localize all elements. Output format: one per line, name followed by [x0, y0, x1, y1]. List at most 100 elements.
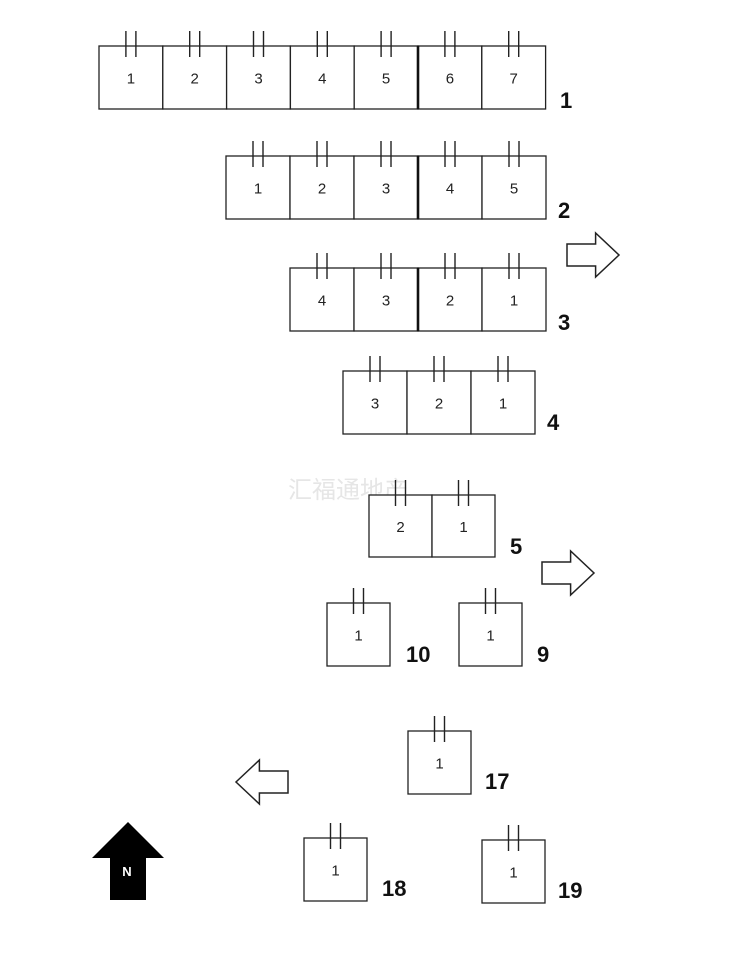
garage-cell: 2	[368, 480, 433, 558]
door-tick-icon	[457, 480, 470, 506]
cell-number: 3	[382, 293, 390, 310]
garage-cell: 1	[326, 588, 391, 667]
garage-cell-box	[326, 602, 391, 667]
arrow-left-icon	[234, 758, 289, 806]
garage-cell: 1	[481, 253, 547, 332]
door-tick-icon	[444, 253, 456, 279]
garage-cell: 7	[481, 31, 547, 110]
garage-cell-box	[225, 45, 292, 110]
garage-cell-box	[289, 267, 355, 332]
garage-cell: 2	[406, 356, 472, 435]
garage-cell-box	[481, 267, 547, 332]
garage-cell-box	[303, 837, 368, 902]
door-tick-icon	[508, 141, 520, 167]
garage-cell-box	[353, 267, 419, 332]
door-tick-icon	[252, 141, 264, 167]
row-number-label: 2	[558, 198, 570, 223]
garage-cell-box	[481, 45, 547, 110]
garage-cell: 5	[481, 141, 547, 220]
row-number-label: 19	[558, 878, 582, 903]
garage-cell-box	[431, 494, 496, 558]
row-number-label: 4	[547, 410, 560, 435]
cell-number: 6	[446, 71, 454, 88]
garage-cell-box	[406, 370, 472, 435]
cell-number: 1	[127, 71, 135, 88]
cell-number: 7	[510, 71, 518, 88]
door-tick-icon	[316, 141, 328, 167]
door-tick-icon	[433, 356, 445, 382]
door-tick-icon	[508, 31, 520, 57]
cell-number: 5	[510, 181, 518, 198]
row-number-label: 5	[510, 534, 522, 559]
cell-number: 5	[382, 71, 390, 88]
cell-number: 4	[318, 71, 326, 88]
cell-number: 1	[331, 863, 339, 880]
cell-number: 2	[318, 181, 326, 198]
garage-cell: 1	[458, 588, 523, 667]
cell-number: 3	[254, 71, 262, 88]
cell-number: 4	[318, 293, 326, 310]
cell-number: 2	[446, 293, 454, 310]
garage-row: 1 19	[481, 825, 582, 904]
door-tick-icon	[125, 31, 137, 57]
garage-cell: 1	[225, 141, 291, 220]
garage-cell-box	[417, 155, 483, 220]
door-tick-icon	[188, 31, 201, 57]
garage-cell: 3	[353, 141, 419, 220]
garage-cell-box	[407, 730, 472, 795]
door-tick-icon	[433, 716, 446, 742]
door-tick-icon	[507, 825, 520, 851]
garage-cell-box	[368, 494, 433, 558]
garage-cell: 1	[407, 716, 472, 795]
door-tick-icon	[352, 588, 365, 614]
garage-cell-box	[289, 45, 355, 110]
garage-row: 19	[458, 588, 549, 667]
cell-number: 2	[435, 396, 443, 413]
cell-number: 1	[510, 293, 518, 310]
garage-cell-box	[458, 602, 523, 667]
garage-cell-box	[481, 839, 546, 904]
garage-cell: 3	[225, 31, 292, 110]
door-tick-icon	[484, 588, 497, 614]
garage-cell: 4	[289, 253, 355, 332]
cell-number: 2	[191, 71, 199, 88]
north-label: N	[122, 864, 131, 879]
arrow-right-icon	[566, 231, 621, 279]
garage-cell-box	[481, 155, 547, 220]
garage-cell-box	[225, 155, 291, 220]
garage-row: 118	[303, 823, 406, 902]
cell-number: 1	[254, 181, 262, 198]
garage-cell: 4	[289, 31, 355, 110]
arrow-right-icon	[541, 549, 596, 597]
garage-row: 1 2 3 4 5 6 7 1	[98, 31, 572, 113]
garage-cell: 1	[481, 825, 546, 904]
arrows-layer	[234, 231, 621, 806]
garage-cell: 1	[303, 823, 368, 902]
garage-cell-box	[353, 45, 419, 110]
door-tick-icon	[508, 253, 520, 279]
cell-number: 1	[486, 628, 494, 645]
garage-cell-box	[417, 267, 483, 332]
cell-number: 1	[509, 865, 517, 882]
garage-cell: 2	[162, 31, 228, 110]
row-number-label: 9	[537, 642, 549, 667]
row-number-label: 10	[406, 642, 430, 667]
door-tick-icon	[316, 31, 328, 57]
row-number-label: 1	[560, 88, 572, 113]
garage-cell: 1	[470, 356, 536, 435]
cell-number: 1	[435, 756, 443, 773]
garage-row: 3 2 14	[342, 356, 560, 435]
garage-cell: 5	[353, 31, 419, 110]
cell-number: 3	[371, 396, 379, 413]
cell-number: 1	[354, 628, 362, 645]
garage-cell: 2	[417, 253, 483, 332]
door-tick-icon	[497, 356, 509, 382]
garage-cell: 1	[431, 480, 496, 558]
garage-cell: 3	[342, 356, 408, 435]
door-tick-icon	[329, 823, 342, 849]
garage-row: 1 10	[326, 588, 430, 667]
row-number-label: 17	[485, 769, 509, 794]
